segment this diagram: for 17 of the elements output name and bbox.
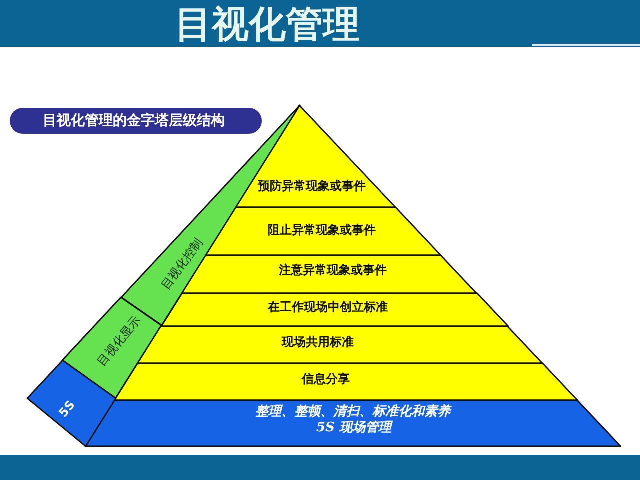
tier-label: 现场共用标准 bbox=[282, 336, 354, 348]
pyramid-tier bbox=[160, 292, 510, 328]
heading-pill bbox=[10, 108, 262, 134]
tier-label: 信息分享 bbox=[302, 373, 350, 385]
tier-label: 在工作现场中创立标准 bbox=[268, 301, 388, 313]
side-label: 目视化控制 bbox=[160, 236, 204, 292]
tier-label: 预防异常现象或事件 bbox=[258, 180, 366, 192]
side-face-segment bbox=[61, 296, 164, 400]
tier-label: 注意异常现象或事件 bbox=[278, 264, 387, 276]
base-label: 5S 现场管理 bbox=[316, 422, 392, 434]
tier-label: 阻止异常现象或事件 bbox=[268, 224, 376, 236]
title: 目视化管理 bbox=[175, 6, 360, 43]
side-label: 目视化显示 bbox=[95, 314, 143, 368]
heading-text: 目视化管理的金字塔层级结构 bbox=[43, 114, 225, 128]
base-label: 整理、整顿、清扫、标准化和素养 bbox=[255, 406, 450, 418]
side-label: 5S bbox=[56, 398, 78, 420]
pyramid-tier bbox=[113, 362, 580, 402]
